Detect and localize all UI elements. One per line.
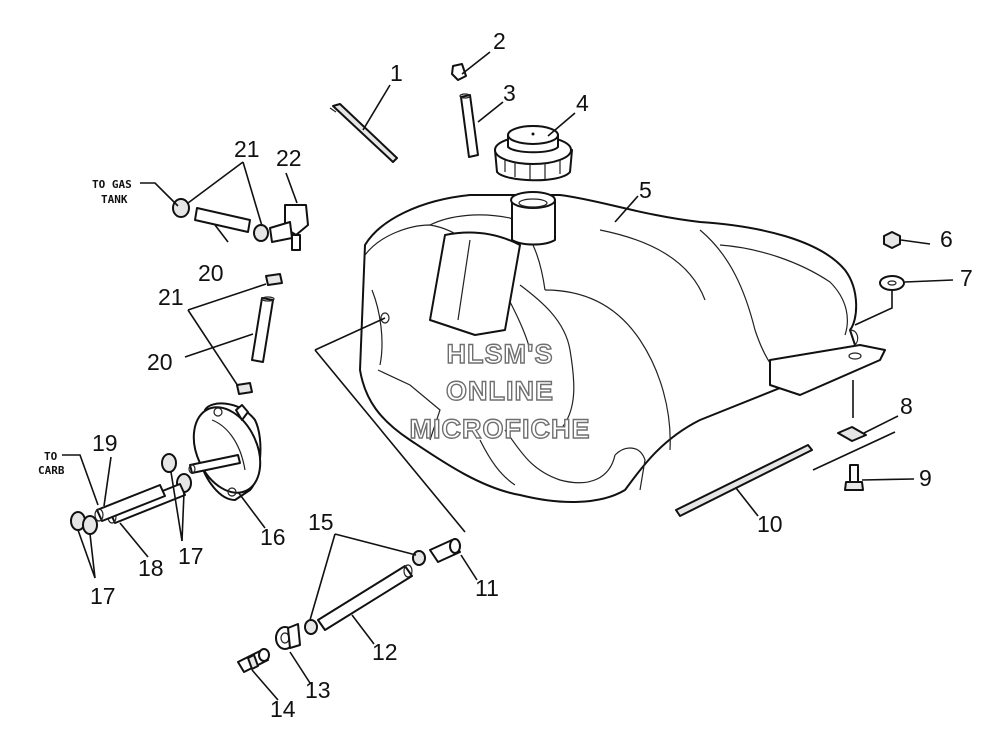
callout-22: 22 xyxy=(276,145,302,171)
notes: TO GAS TANK TO CARB xyxy=(38,178,132,477)
callout-18: 18 xyxy=(138,555,164,581)
watermark-line2: ONLINE xyxy=(446,376,554,406)
callout-12: 12 xyxy=(372,639,398,665)
watermark-line1: HLSM'S xyxy=(447,339,554,369)
part-3-vent-tube xyxy=(459,93,479,158)
callout-2: 2 xyxy=(493,28,506,54)
callout-13: 13 xyxy=(305,677,331,703)
part-11-fitting xyxy=(429,538,461,563)
callout-17-left: 17 xyxy=(90,583,116,609)
part-17-clamps xyxy=(70,453,192,535)
callout-20-upper: 20 xyxy=(198,260,224,286)
callout-21-upper: 21 xyxy=(234,136,260,162)
callout-16: 16 xyxy=(260,524,286,550)
part-12-hose xyxy=(317,564,413,631)
part-9-bolt xyxy=(844,464,864,491)
part-7-washer xyxy=(879,275,905,291)
part-21-clamps xyxy=(172,198,283,395)
callout-11: 11 xyxy=(475,575,499,601)
part-4-fuel-cap xyxy=(494,125,573,182)
note-to-carb-line1: TO xyxy=(44,450,58,463)
callout-19: 19 xyxy=(92,430,118,456)
callout-17-right: 17 xyxy=(178,543,204,569)
note-to-gas-tank-line1: TO GAS xyxy=(92,178,132,191)
part-1-strap xyxy=(329,103,398,163)
callout-7: 7 xyxy=(960,265,973,291)
callout-14: 14 xyxy=(270,696,296,722)
callout-20-lower: 20 xyxy=(147,349,173,375)
callout-15: 15 xyxy=(308,509,334,535)
callout-6: 6 xyxy=(940,226,953,252)
callout-3: 3 xyxy=(503,80,516,106)
callout-5: 5 xyxy=(639,177,652,203)
note-to-gas-tank-line2: TANK xyxy=(101,193,128,206)
callout-21-lower: 21 xyxy=(158,284,184,310)
part-15-clamps xyxy=(304,550,426,635)
part-14-valve-fitting xyxy=(237,648,270,673)
callout-1: 1 xyxy=(390,60,403,86)
part-13-grommet xyxy=(275,623,301,650)
part-19-hose xyxy=(94,484,166,522)
fuel-tank xyxy=(359,191,886,503)
part-20-hose-upper xyxy=(194,207,251,233)
callout-8: 8 xyxy=(900,393,913,419)
leader-lines xyxy=(62,51,954,701)
callout-numbers: 1 2 3 4 5 6 7 8 9 10 11 12 13 14 15 16 1… xyxy=(90,28,973,722)
part-20-hose-lower xyxy=(251,296,275,363)
part-22-connector xyxy=(269,204,309,251)
part-2-clip xyxy=(451,63,467,81)
note-to-carb-line2: CARB xyxy=(38,464,65,477)
callout-10: 10 xyxy=(757,511,783,537)
callout-9: 9 xyxy=(919,465,932,491)
part-8-pad xyxy=(837,426,867,442)
part-10-strip xyxy=(675,444,813,517)
watermark: HLSM'S ONLINE MICROFICHE xyxy=(409,338,591,444)
watermark-line3: MICROFICHE xyxy=(410,414,591,444)
part-6-nut xyxy=(883,231,901,249)
part-16-fuel-pump xyxy=(188,402,262,501)
callout-4: 4 xyxy=(576,90,589,116)
